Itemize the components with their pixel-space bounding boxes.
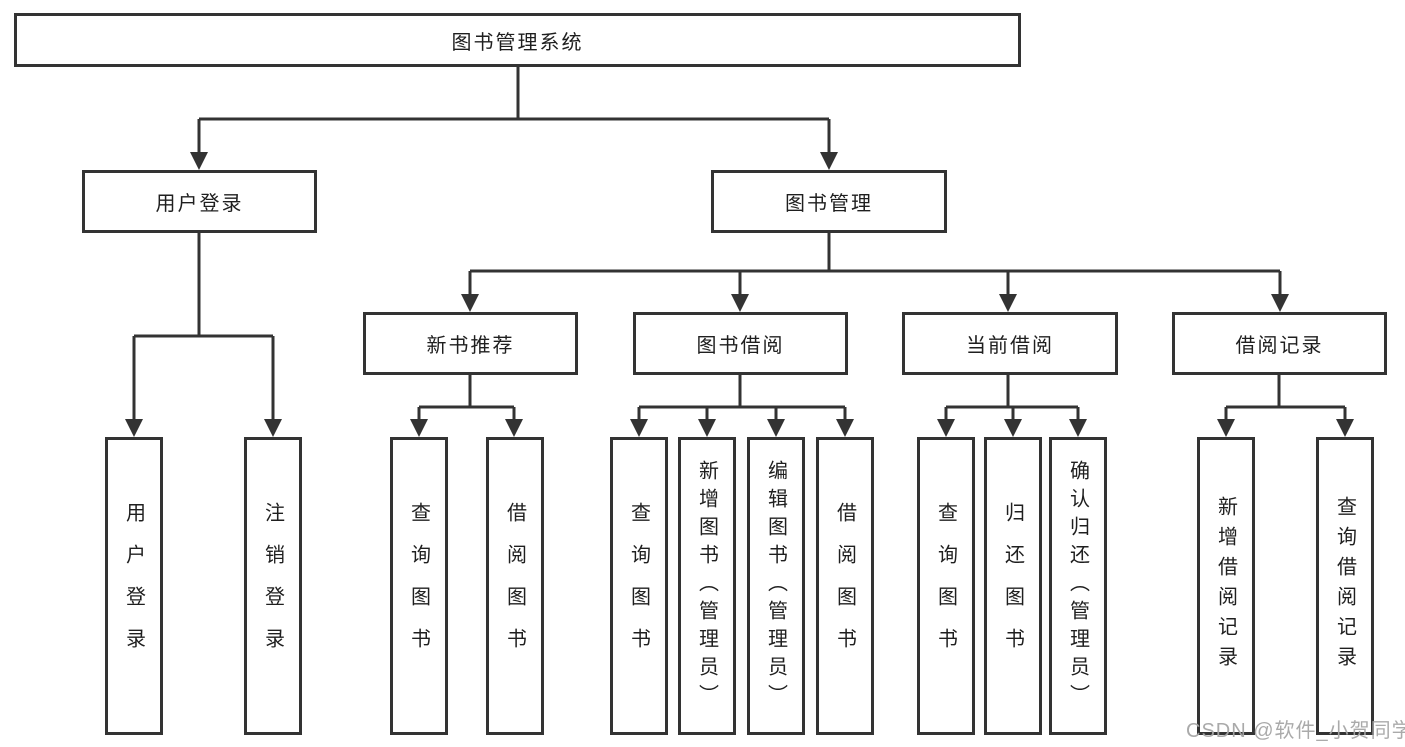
leaf-recommend-borrow-books: 借阅图书: [486, 437, 544, 735]
arrow-shafts: [132, 119, 1347, 421]
leaf-edit-books-admin: 编辑图书（管理员）: [747, 437, 805, 735]
leaf-current-query-books: 查询图书: [917, 437, 975, 735]
csdn-watermark: CSDN @软件_小贺同学: [1186, 720, 1405, 742]
leaf-confirm-return-admin: 确认归还（管理员）: [1049, 437, 1107, 735]
tree-branch-lines: [134, 67, 1345, 409]
leaf-borrow-books: 借阅图书: [816, 437, 874, 735]
leaf-borrow-query-books: 查询图书: [610, 437, 668, 735]
leaf-return-books: 归还图书: [984, 437, 1042, 735]
leaf-user-login: 用户登录: [105, 437, 163, 735]
node-new-book-recommend: 新书推荐: [363, 312, 578, 375]
node-root-system: 图书管理系统: [14, 13, 1021, 67]
leaf-add-books-admin: 新增图书（管理员）: [678, 437, 736, 735]
node-borrow-records: 借阅记录: [1172, 312, 1387, 375]
leaf-logout: 注销登录: [244, 437, 302, 735]
node-book-management: 图书管理: [711, 170, 947, 233]
leaf-query-borrow-record: 查询借阅记录: [1316, 437, 1374, 735]
node-book-borrow: 图书借阅: [633, 312, 848, 375]
leaf-add-borrow-record: 新增借阅记录: [1197, 437, 1255, 735]
node-user-login: 用户登录: [82, 170, 317, 233]
arrowheads: [125, 152, 1354, 437]
leaf-recommend-query-books: 查询图书: [390, 437, 448, 735]
node-current-borrow: 当前借阅: [902, 312, 1118, 375]
